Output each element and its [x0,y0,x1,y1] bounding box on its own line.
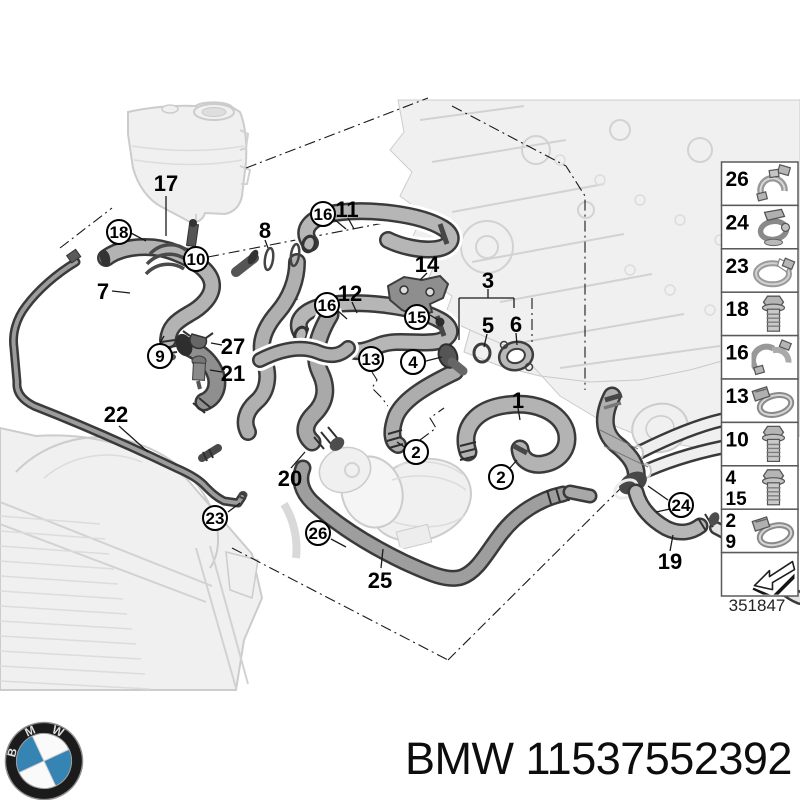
legend-item-10: 10 [720,421,799,467]
svg-text:16: 16 [314,205,333,224]
legend-item-23: 23 [720,248,799,293]
svg-text:5: 5 [482,313,494,338]
callout-14: 14 [415,252,440,277]
svg-text:17: 17 [154,171,178,196]
svg-text:25: 25 [368,568,392,593]
svg-text:18: 18 [110,223,129,242]
leader-lines [111,196,674,569]
svg-text:9: 9 [726,532,737,553]
svg-text:2: 2 [411,443,420,462]
svg-text:13: 13 [362,350,381,369]
legend-item-24: 24 [720,204,799,250]
svg-text:7: 7 [97,279,109,304]
callout-24: 24 [668,492,694,518]
svg-text:15: 15 [408,308,427,327]
svg-text:1: 1 [512,388,524,413]
coolant-pipe-22 [9,248,248,508]
svg-text:20: 20 [278,466,302,491]
svg-text:24: 24 [726,211,750,234]
svg-text:24: 24 [672,496,691,515]
part-number-text: BMW 11537552392 [405,733,792,784]
svg-text:11: 11 [335,197,358,222]
callout-5: 5 [482,313,494,338]
callout-26: 26 [305,520,331,546]
callout-7: 7 [97,279,109,304]
svg-text:18: 18 [726,298,750,321]
svg-text:21: 21 [221,361,245,386]
legend-item-direction-arrow [720,551,799,597]
legend-item-26: 26 [720,161,799,207]
callout-10: 10 [183,246,209,272]
callout-4: 4 [400,349,426,375]
svg-text:2: 2 [496,468,505,487]
svg-text:22: 22 [104,402,128,427]
legend-item-2: 29 [720,508,799,554]
callout-22: 22 [104,402,128,427]
callout-23: 23 [202,505,228,531]
roundel-letter-b: B [4,746,20,758]
legend-item-13: 13 [720,378,799,424]
callout-2: 2 [488,464,514,490]
bmw-roundel-logo: B M W [4,721,84,800]
legend-item-4: 415 [720,465,799,510]
callout-20: 20 [278,466,302,491]
callout-8: 8 [259,218,271,243]
callout-12: 12 [338,281,362,306]
callout-17: 17 [154,171,178,196]
callout-1: 1 [512,388,524,413]
callout-9: 9 [147,343,173,369]
svg-text:16: 16 [726,342,749,365]
callout-3: 3 [482,268,494,293]
callout-25: 25 [368,568,392,593]
callout-2: 2 [403,439,429,465]
svg-text:27: 27 [221,334,245,359]
svg-text:23: 23 [726,255,749,278]
callout-16: 16 [310,201,336,227]
svg-text:4: 4 [408,353,418,372]
callout-27: 27 [221,334,245,359]
svg-text:26: 26 [309,524,328,543]
svg-text:14: 14 [415,252,440,277]
svg-text:2: 2 [726,511,737,532]
legend-item-18: 18 [720,291,799,337]
callout-6: 6 [510,312,522,337]
svg-text:19: 19 [658,549,682,574]
callout-11: 11 [335,197,358,222]
svg-text:6: 6 [510,312,522,337]
legend-item-16: 16 [720,334,799,380]
callout-15: 15 [404,304,430,330]
callout-21: 21 [221,361,245,386]
svg-text:16: 16 [318,296,337,315]
callout-18: 18 [106,219,132,245]
callout-16: 16 [314,292,340,318]
small-parts [144,219,535,390]
hose-set [97,199,720,590]
svg-text:26: 26 [726,168,749,191]
drawing-number: 351847 [729,596,786,615]
svg-text:10: 10 [187,250,206,269]
svg-text:23: 23 [206,509,225,528]
engine-ghost-art [0,99,800,691]
svg-text:3: 3 [482,268,494,293]
callout-13: 13 [358,346,384,372]
svg-text:13: 13 [726,385,749,408]
svg-text:12: 12 [338,281,362,306]
svg-text:15: 15 [726,489,748,510]
svg-text:9: 9 [155,347,164,366]
svg-text:8: 8 [259,218,271,243]
svg-text:10: 10 [726,428,749,451]
callout-19: 19 [658,549,682,574]
svg-text:4: 4 [726,468,737,489]
